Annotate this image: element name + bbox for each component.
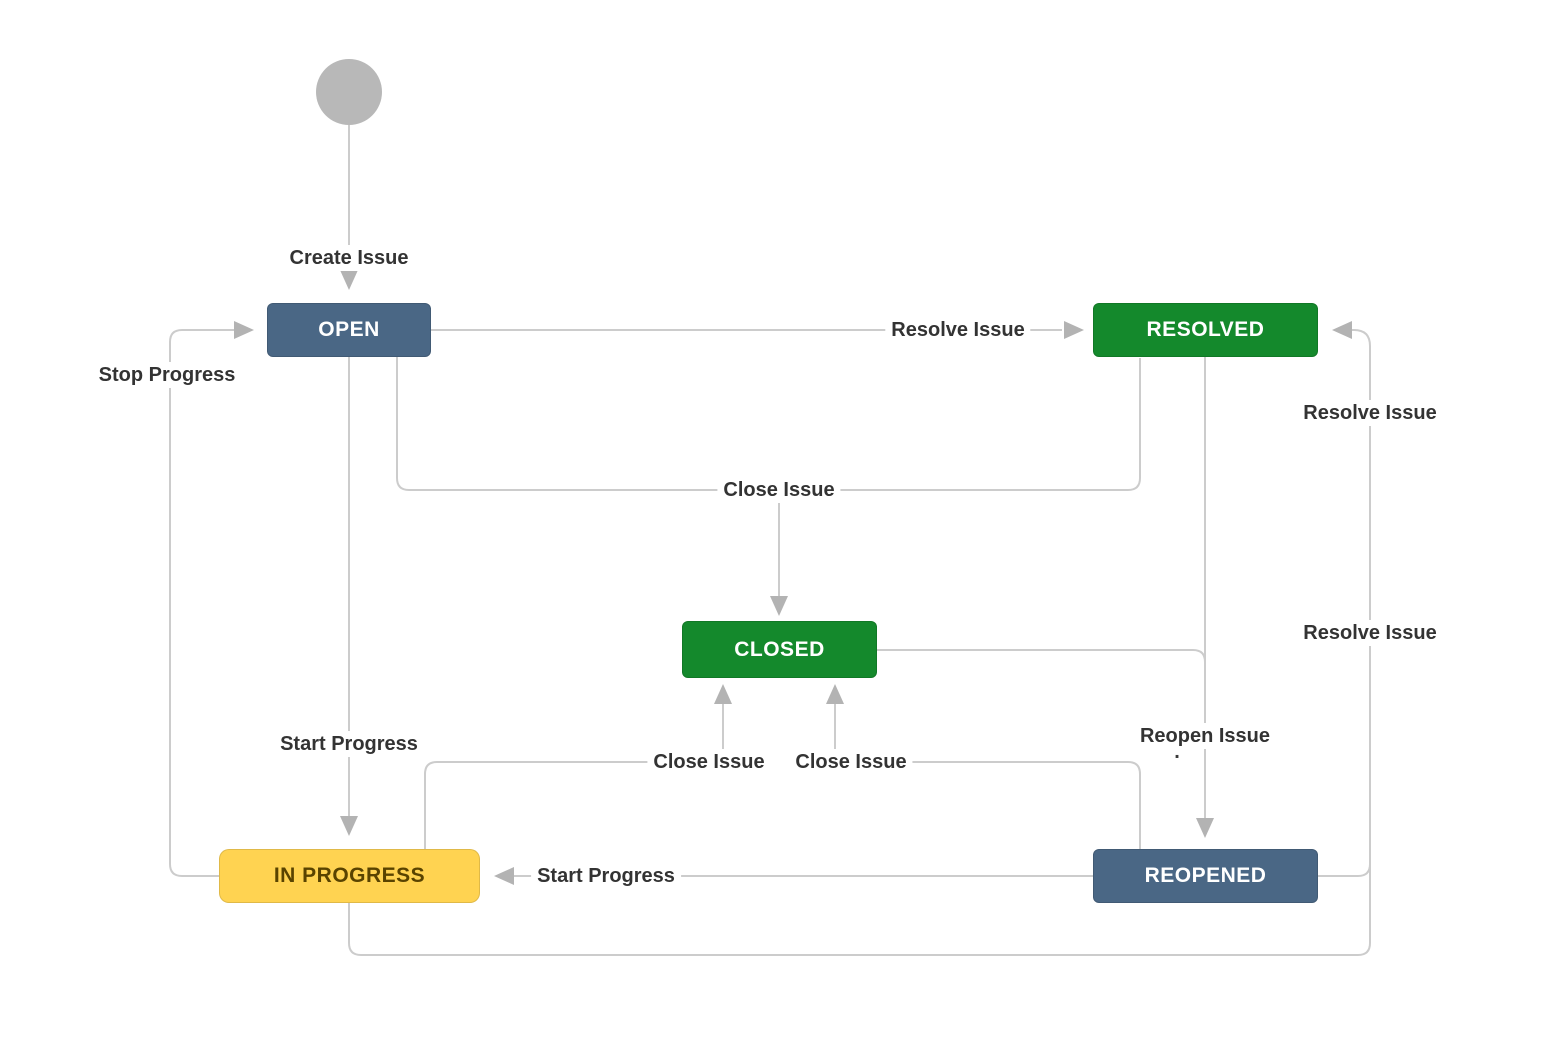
edge-resolve-rail-up: [1352, 329, 1371, 888]
label-start-progress-open: Start Progress: [274, 731, 424, 757]
arrowhead-into-closed-top: [770, 596, 788, 616]
node-reopened: REOPENED: [1093, 849, 1318, 903]
label-resolve-issue-lower: Resolve Issue: [1297, 620, 1443, 646]
label-start-progress-reopened: Start Progress: [531, 863, 681, 889]
arrowhead-into-closed-bottom-left: [714, 684, 732, 704]
node-resolved: RESOLVED: [1093, 303, 1318, 357]
label-close-issue-reopened: Close Issue: [789, 749, 913, 775]
arrowhead-into-reopened-top: [1196, 818, 1214, 838]
node-in-progress: IN PROGRESS: [219, 849, 480, 903]
node-open: OPEN: [267, 303, 431, 357]
edge-stop-progress: [169, 329, 234, 877]
label-resolve-issue-open: Resolve Issue: [885, 317, 1031, 343]
label-create-issue: Create Issue: [283, 245, 415, 271]
edge-reopened-to-resolve-rail: [1318, 863, 1371, 877]
label-resolve-issue-upper: Resolve Issue: [1297, 400, 1443, 426]
arrowhead-into-resolved-right: [1332, 321, 1352, 339]
arrowhead-into-open-top: [340, 270, 358, 290]
edge-close-issue-rail: [396, 357, 1141, 491]
label-reopen-issue: Reopen Issue: [1133, 723, 1277, 749]
edge-in-progress-bottom-loop: [348, 888, 1371, 956]
start-node-circle: [316, 59, 382, 125]
reopen-issue-stray-dot: .: [1174, 741, 1180, 763]
edge-closed-to-reopened-join: [877, 649, 1206, 663]
arrowhead-into-resolved-left: [1064, 321, 1084, 339]
arrowhead-into-in-progress-top: [340, 816, 358, 836]
label-close-issue-merged: Close Issue: [717, 477, 841, 503]
node-closed: CLOSED: [682, 621, 877, 678]
arrowhead-into-in-progress-right: [494, 867, 514, 885]
label-close-issue-in-progress: Close Issue: [647, 749, 771, 775]
edge-in-progress-to-closed: [424, 704, 724, 849]
edge-reopened-to-closed: [834, 704, 1141, 849]
label-stop-progress: Stop Progress: [92, 362, 242, 388]
arrowhead-into-open-left: [234, 321, 254, 339]
arrowhead-into-closed-bottom-right: [826, 684, 844, 704]
